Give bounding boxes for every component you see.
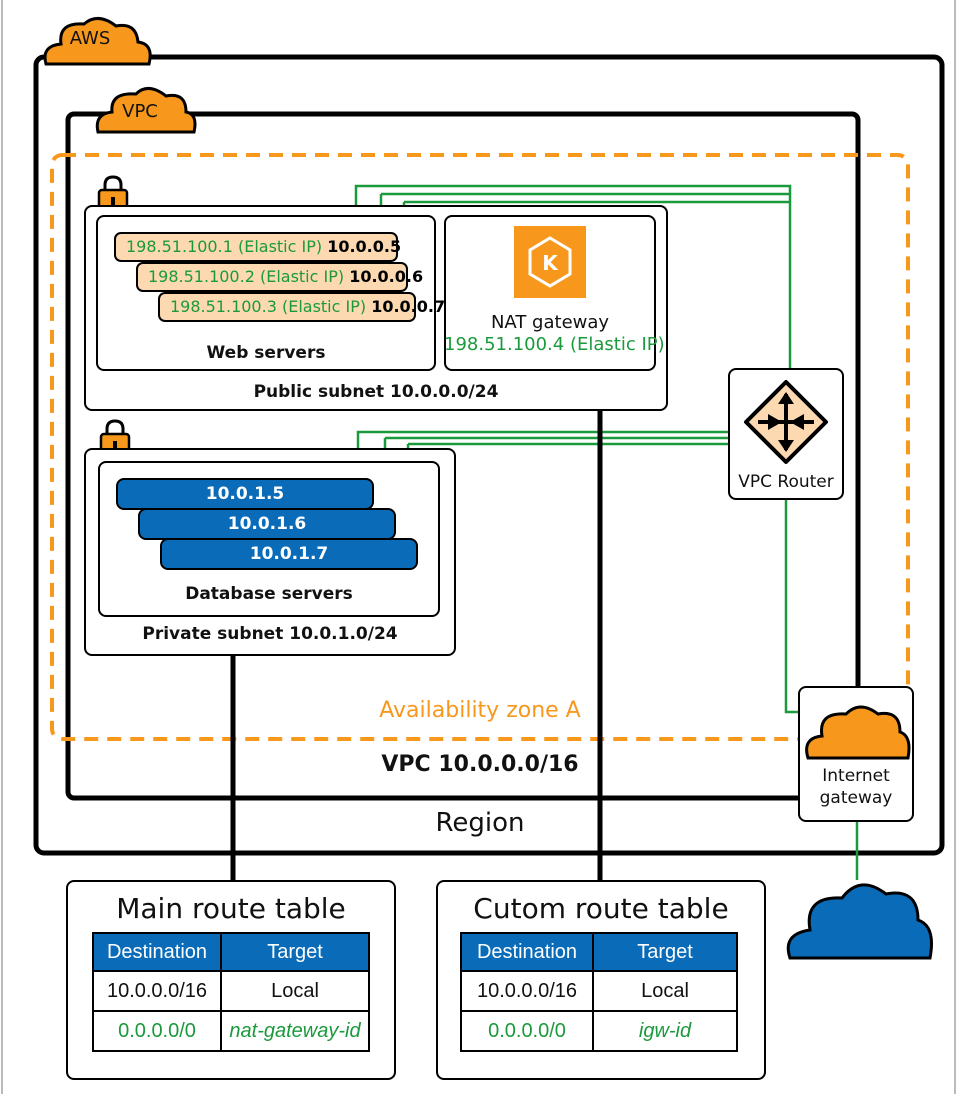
target-cell: nat-gateway-id (220, 1010, 370, 1052)
nat-gateway-label: NAT gateway (490, 312, 610, 333)
elastic-ip: 198.51.100.1 (Elastic IP) (126, 237, 323, 256)
region-label: Region (435, 808, 525, 838)
table-row: 0.0.0.0/0 igw-id (460, 1010, 738, 1052)
database-servers-label: Database servers (185, 584, 353, 604)
main-route-table-title: Main route table (116, 892, 346, 925)
db-server-3: 10.0.1.7 (160, 538, 418, 570)
web-servers-label: Web servers (206, 343, 326, 363)
col-target: Target (592, 932, 738, 972)
internet-gateway-label-line1: Internet (822, 766, 890, 786)
table-row: 10.0.0.0/16 Local (460, 970, 738, 1012)
vpc-router-label: VPC Router (738, 472, 834, 492)
nat-gateway-ip: 198.51.100.4 (Elastic IP) (444, 334, 665, 355)
destination-cell: 10.0.0.0/16 (460, 970, 594, 1012)
target-cell: Local (592, 970, 738, 1012)
web-server-1: 198.51.100.1 (Elastic IP) 10.0.0.5 (114, 232, 402, 262)
internet-cloud-icon (786, 883, 933, 960)
target-cell: igw-id (592, 1010, 738, 1052)
target-cell: Local (220, 970, 370, 1012)
svg-text:K: K (542, 251, 559, 275)
public-subnet-label: Public subnet 10.0.0.0/24 (253, 382, 499, 402)
web-server-2: 198.51.100.2 (Elastic IP) 10.0.0.6 (136, 262, 423, 292)
region-box (33, 54, 945, 856)
custom-route-table-title: Cutom route table (473, 892, 729, 925)
router-icon (744, 380, 828, 464)
vpc-label: VPC (122, 101, 158, 122)
availability-zone-box (50, 153, 910, 741)
custom-route-table: Destination Target 10.0.0.0/16 Local 0.0… (460, 932, 738, 1052)
destination-cell: 10.0.0.0/16 (92, 970, 222, 1012)
web-server-3: 198.51.100.3 (Elastic IP) 10.0.0.7 (158, 292, 445, 322)
table-row: 0.0.0.0/0 nat-gateway-id (92, 1010, 370, 1052)
db-server-1: 10.0.1.5 (116, 478, 374, 510)
col-target: Target (220, 932, 370, 972)
elastic-ip: 198.51.100.3 (Elastic IP) (170, 297, 367, 316)
main-route-table: Destination Target 10.0.0.0/16 Local 0.0… (92, 932, 370, 1052)
destination-cell: 0.0.0.0/0 (460, 1010, 594, 1052)
private-subnet-label: Private subnet 10.0.1.0/24 (142, 624, 398, 644)
vpc-cloud-icon (95, 87, 197, 134)
nat-gateway-icon: K (514, 226, 586, 298)
db-server-2: 10.0.1.6 (138, 508, 396, 540)
internet-gateway-cloud-icon (805, 705, 911, 760)
internet-gateway-label-line2: gateway (819, 788, 893, 808)
private-ip: 10.0.0.7 (371, 297, 446, 316)
destination-cell: 0.0.0.0/0 (92, 1010, 222, 1052)
vpc-box (65, 111, 861, 801)
vpc-cidr-label: VPC 10.0.0.0/16 (381, 752, 579, 777)
elastic-ip: 198.51.100.2 (Elastic IP) (148, 267, 345, 286)
aws-cloud-icon (43, 17, 152, 66)
col-destination: Destination (92, 932, 222, 972)
private-ip: 10.0.0.6 (349, 267, 424, 286)
aws-label: AWS (69, 28, 111, 49)
table-row: 10.0.0.0/16 Local (92, 970, 370, 1012)
availability-zone-label: Availability zone A (379, 698, 581, 723)
private-ip: 10.0.0.5 (327, 237, 402, 256)
col-destination: Destination (460, 932, 594, 972)
